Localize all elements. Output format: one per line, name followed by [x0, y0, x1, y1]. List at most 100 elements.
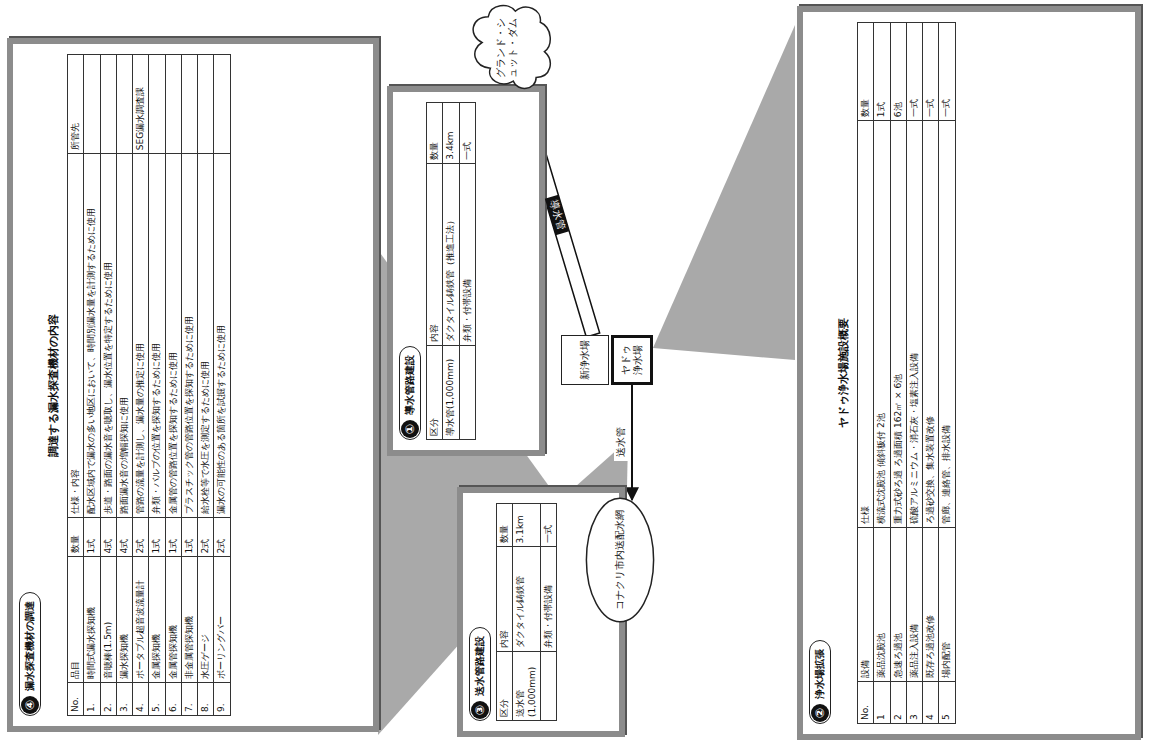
table-cell — [198, 55, 214, 154]
table-cell: 重力式砂ろ過 ろ過面積 162㎡ × 6池 — [890, 121, 906, 528]
table-cell: 金属探知機 — [149, 557, 165, 683]
table-cell-text: 音聴棒(1.5m) — [103, 622, 113, 679]
table-cell: 2式 — [198, 517, 214, 557]
table-cell-text: 数量 — [499, 525, 509, 543]
table-cell: 2 — [890, 681, 906, 723]
table-cell — [214, 55, 230, 154]
table-cell: 5 — [939, 681, 955, 723]
table-heading: ヤドゥ浄水場施設概要 — [836, 22, 851, 724]
table-cell — [84, 55, 100, 154]
table-cell-text: 2式 — [135, 539, 145, 554]
table-cell-text: 薬品沈殿池 — [876, 633, 886, 678]
table-cell-text: ポータブル超音波流量計 — [135, 580, 145, 679]
table-cell-text: 既存ろ過池改修 — [925, 615, 935, 678]
table-cell — [459, 345, 475, 439]
table-cell: 区分 — [497, 651, 513, 720]
table-cell: ボーリングバー — [214, 557, 230, 683]
table-row: 1. 時間式漏水探知機 1式 配水区域内で漏水の多い地区において、時間別漏水量を計測す… — [84, 55, 100, 716]
table-cell: ろ過砂交換、集水装置改修 — [923, 121, 939, 528]
table-cell-text: 仕様 — [860, 506, 870, 524]
table-row: 送水管(1,000mm)ダクタイル鋳鉄管 3.1km — [513, 504, 541, 721]
table-cell: 漏水探知機 — [116, 557, 132, 683]
table-cell-text: 1. — [86, 703, 96, 712]
table-row: 5.金属探知機1式弁類・バルブの位置を探知するために使用 — [149, 55, 165, 716]
table-cell-text: 2. — [103, 703, 113, 712]
callout-pill: ①導水管路建設 — [399, 346, 421, 440]
table-cell: ダクタイル鋳鉄管 — [513, 547, 541, 651]
table-row: 1薬品沈殿池横流式沈殿池 傾斜板付 2池1式 — [874, 23, 890, 724]
table-cell: 既存ろ過池改修 — [923, 527, 939, 681]
table-cell-text: 導水管(1,000mm) — [445, 359, 455, 436]
pipe-line — [631, 385, 633, 500]
node-label: 新浄水場 — [579, 340, 591, 380]
table-cell: 音聴棒(1.5m) — [100, 557, 116, 683]
table-cell-text: 区分 — [429, 418, 439, 436]
table-heading: 調達する漏水探査機材の内容 — [46, 54, 61, 716]
table-cell-text: 薬品注入設備 — [909, 624, 919, 678]
table-cell: 区分 — [427, 345, 443, 439]
table-cell-text: 1式 — [876, 102, 886, 117]
table-cell — [540, 651, 556, 720]
table-cell-text: 2式 — [216, 539, 226, 554]
table-cell: 給水栓等で水圧を測定するために使用 — [198, 154, 214, 518]
table-cell: 横流式沈殿池 傾斜板付 2池 — [874, 121, 890, 528]
table-cell: 場内配管 — [939, 527, 955, 681]
table-cell-text: 場内配管 — [941, 642, 951, 678]
table-cell: 5. — [149, 682, 165, 715]
table-cell-text: 管路の流量を計測し、漏水量の推定に使用 — [135, 343, 145, 514]
table-cell: 9. — [214, 682, 230, 715]
node-label: ヤドゥ浄水場 — [620, 342, 644, 378]
table-cell-text: 8. — [200, 703, 210, 712]
table-cell — [100, 55, 116, 154]
table-cell-text: 配水区域内で漏水の多い地区において、時間別漏水量を計測するために使用 — [86, 208, 96, 514]
table-cell-text: 2 — [893, 714, 903, 720]
callout-panel: ④漏水探査機材の調達調達する漏水探査機材の内容No.品目数量仕様・内容所管先1.… — [7, 38, 379, 732]
table-cell: 品目 — [68, 557, 84, 683]
node-label: コナクリ市内送配水網 — [614, 507, 626, 613]
table-cell: 一式 — [906, 23, 922, 121]
table-cell-text: ダクタイル鋳鉄管（推進工法） — [445, 216, 455, 342]
table-cell: 1式 — [149, 517, 165, 557]
table-cell-text: 一式 — [543, 525, 553, 543]
table-row: 区分内容数量 — [497, 504, 513, 721]
table-cell-text: 漏水の可能性のある箇所を試掘するために使用 — [216, 325, 226, 514]
table-cell: プラスチック管の管路位置を探知するために使用 — [181, 154, 197, 518]
table-cell-text: 数量 — [860, 99, 870, 117]
callout-pill: ③送水管路建設 — [469, 627, 491, 721]
table-cell-text: 1式 — [86, 539, 96, 554]
table-cell-text: 路面漏水音の増幅探知に使用 — [119, 397, 129, 514]
table-row: 導水管(1,000mm)ダクタイル鋳鉄管（推進工法）3.4km — [443, 103, 459, 440]
table-row: 2急速ろ過池重力式砂ろ過 ろ過面積 162㎡ × 6池6池 — [890, 23, 906, 724]
table-cell: 所管先 — [68, 55, 84, 154]
callout-number: ③ — [471, 701, 489, 719]
table-cell-text: 内容 — [429, 324, 439, 342]
spec-table: 区分内容数量導水管(1,000mm)ダクタイル鋳鉄管（推進工法）3.4km弁類・… — [426, 102, 476, 440]
table-cell: 設備 — [858, 527, 874, 681]
table-cell: 送水管(1,000mm) — [513, 651, 541, 720]
callout-wedge — [653, 25, 795, 360]
table-cell-text: 3.1km — [515, 515, 525, 543]
table-cell: 弁類・付帯設備 — [540, 547, 556, 651]
table-row: 5場内配管管廊、連絡管、排水設備一式 — [939, 23, 955, 724]
cloud-outline — [473, 5, 550, 88]
plant-box: 新浄水場 — [561, 335, 609, 385]
table-cell-text: 給水栓等で水圧を測定するために使用 — [200, 361, 210, 514]
table-cell: 金属管探知機 — [165, 557, 181, 683]
spec-table: 区分内容数量送水管(1,000mm)ダクタイル鋳鉄管 3.1km 弁類・付帯設備 一式 — [496, 503, 557, 721]
table-cell-text: 1式 — [168, 539, 178, 554]
table-cell: 仕様・内容 — [68, 154, 84, 518]
table-cell-text: 4 — [925, 714, 935, 720]
table-cell: 一式 — [540, 504, 556, 547]
table-cell-text: 品目 — [70, 661, 80, 679]
table-cell: 時間式漏水探知機 — [84, 557, 100, 683]
table-cell-text: 歩道・路面の漏水音を聴取し、漏水位置を特定するために使用 — [103, 262, 113, 514]
table-cell: 数量 — [68, 517, 84, 557]
callout-row: ②浄水場拡張 — [809, 22, 831, 724]
table-cell: 数量 — [497, 504, 513, 547]
callout-panel: ②浄水場拡張ヤドゥ浄水場施設概要No.設備仕様数量1薬品沈殿池横流式沈殿池 傾斜… — [797, 6, 1141, 740]
table-cell-text: 所管先 — [70, 123, 80, 150]
table-cell: 3.1km — [513, 504, 541, 547]
table-cell: 4式 — [116, 517, 132, 557]
table-cell-text: 弁類・付帯設備 — [543, 585, 553, 648]
